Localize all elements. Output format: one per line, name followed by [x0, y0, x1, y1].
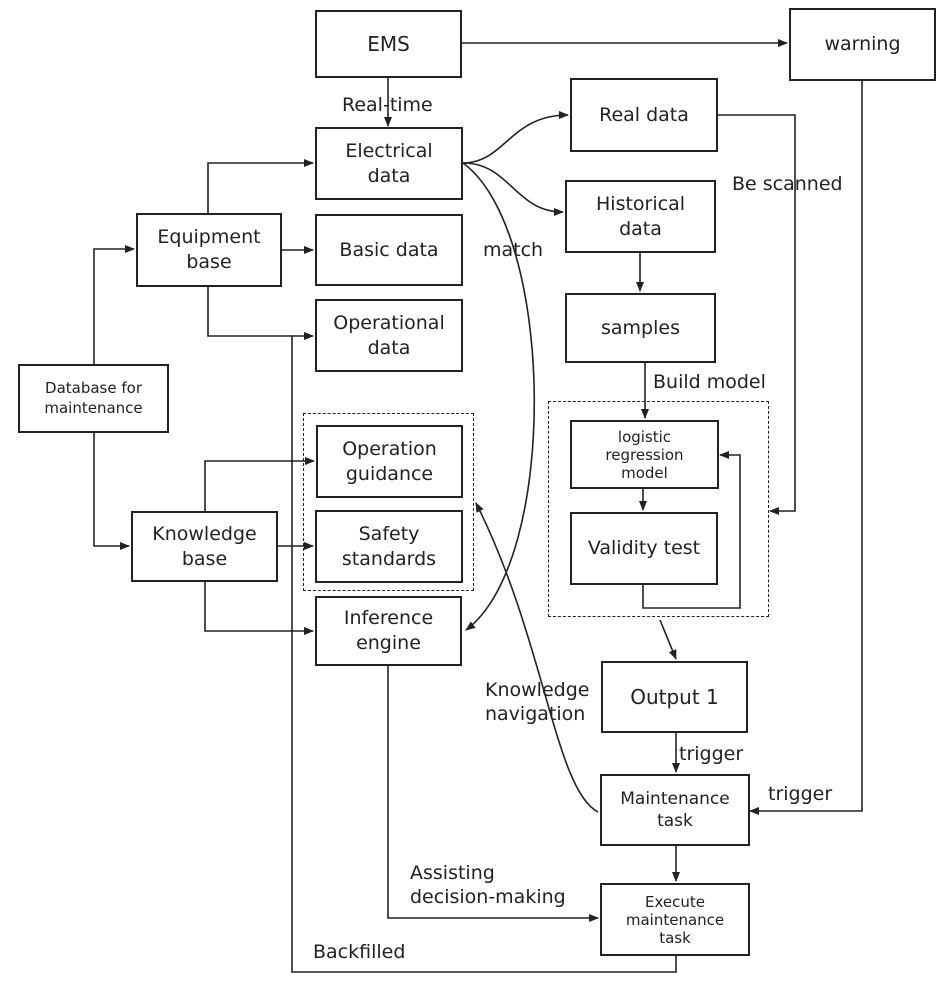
label-build-model: Build model: [653, 371, 766, 393]
knowledge-group-frame: [303, 413, 474, 591]
warning-box[interactable]: warning: [789, 8, 936, 81]
edge-validity-loop: [642, 451, 741, 609]
validity-test-label: Validity test: [587, 537, 701, 560]
validity-test-box[interactable]: Validity test: [570, 512, 718, 585]
execute-task-box[interactable]: Execute maintenance task: [600, 883, 750, 956]
execute-task-label: Execute maintenance task: [625, 892, 725, 947]
label-be-scanned: Be scanned: [732, 173, 843, 195]
equipment-base-label: Equipment base: [157, 226, 261, 273]
operation-guidance-label: Operation guidance: [342, 437, 437, 485]
ems-label: EMS: [367, 32, 410, 56]
label-backfilled: Backfilled: [313, 941, 406, 963]
samples-box[interactable]: samples: [565, 293, 716, 363]
safety-standards-box[interactable]: Safety standards: [315, 510, 463, 583]
edge-warning-task: [749, 81, 863, 815]
operational-data-box[interactable]: Operational data: [315, 299, 463, 372]
label-trigger-output: trigger: [679, 743, 744, 765]
logistic-model-box[interactable]: logistic regression model: [570, 420, 719, 489]
edge-knowledge-guidance: [204, 457, 315, 511]
edge-real-scanned: [718, 114, 796, 515]
output1-box[interactable]: Output 1: [601, 661, 748, 733]
operational-data-label: Operational data: [333, 311, 445, 359]
edge-equipment-operational: [207, 287, 292, 337]
database-box[interactable]: Database for maintenance: [18, 364, 169, 433]
historical-data-label: Historical data: [596, 192, 685, 240]
ems-box[interactable]: EMS: [315, 10, 462, 78]
edge-db-knowledge: [93, 433, 130, 550]
edge-knowledge-inference: [204, 582, 314, 635]
label-match: match: [483, 239, 544, 261]
maintenance-task-box[interactable]: Maintenance task: [600, 774, 750, 846]
label-real-time: Real-time: [342, 94, 433, 116]
real-data-box[interactable]: Real data: [570, 78, 718, 152]
edge-match: [462, 162, 536, 631]
logistic-model-label: logistic regression model: [605, 427, 684, 482]
equipment-base-box[interactable]: Equipment base: [136, 213, 282, 287]
output1-label: Output 1: [630, 685, 719, 709]
warning-label: warning: [824, 33, 901, 56]
edge-electrical-historical: [462, 162, 564, 216]
inference-engine-box[interactable]: Inference engine: [315, 596, 462, 666]
edge-electrical-real: [462, 111, 569, 164]
label-knowledge-navigation: Knowledge navigation: [485, 679, 590, 725]
maintenance-task-label: Maintenance task: [620, 788, 730, 831]
electrical-data-box[interactable]: Electrical data: [315, 127, 463, 200]
edge-model-output: [659, 619, 677, 660]
knowledge-base-box[interactable]: Knowledge base: [131, 511, 278, 582]
edge-assisting: [387, 666, 599, 922]
safety-standards-label: Safety standards: [341, 522, 437, 570]
operation-guidance-box[interactable]: Operation guidance: [316, 425, 463, 498]
label-assisting: Assisting decision-making: [410, 862, 566, 908]
edge-knowledge-navigation: [475, 502, 599, 813]
database-label: Database for maintenance: [44, 379, 143, 417]
real-data-label: Real data: [599, 103, 689, 126]
basic-data-box[interactable]: Basic data: [315, 214, 463, 286]
electrical-data-label: Electrical data: [345, 139, 433, 187]
label-trigger-warning: trigger: [768, 783, 833, 805]
historical-data-box[interactable]: Historical data: [565, 180, 716, 253]
inference-engine-label: Inference engine: [343, 607, 434, 654]
edge-db-equipment: [93, 245, 135, 364]
edge-backfilled: [291, 332, 677, 973]
edge-equipment-electrical: [207, 159, 314, 213]
samples-label: samples: [601, 316, 680, 339]
knowledge-base-label: Knowledge base: [152, 522, 257, 570]
model-group-frame: [548, 401, 769, 617]
basic-data-label: Basic data: [339, 238, 439, 261]
